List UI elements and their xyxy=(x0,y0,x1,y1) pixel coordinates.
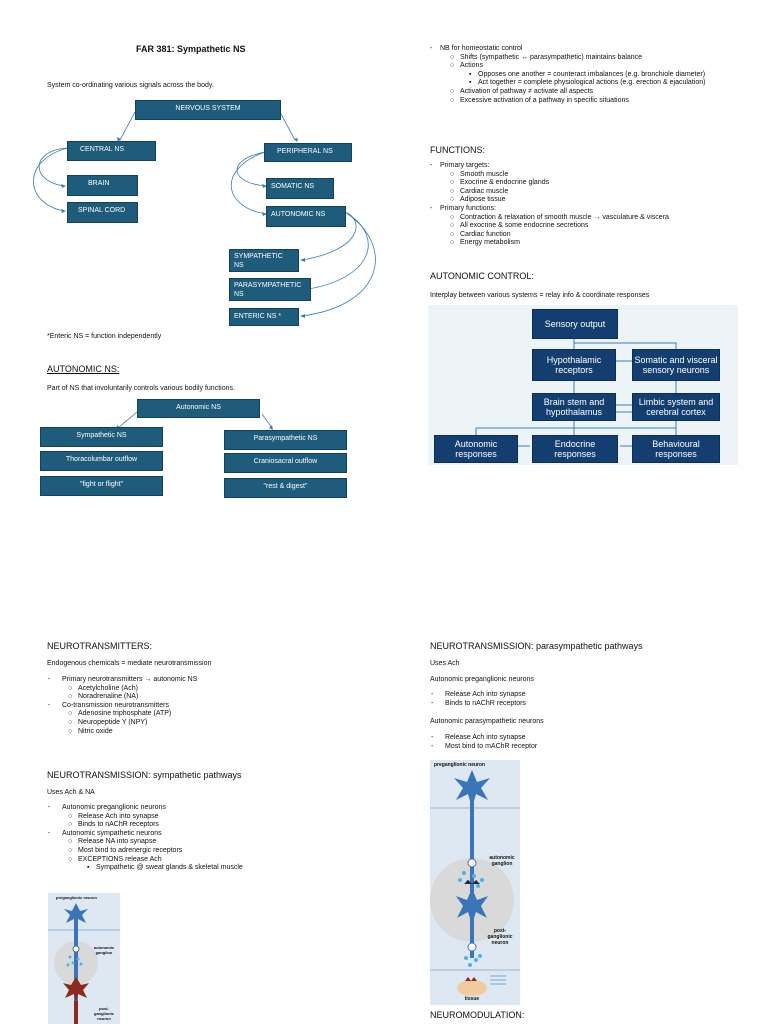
list-item: ○Noradrenaline (NA) xyxy=(68,693,139,701)
symp-uses: Uses Ach & NA xyxy=(47,789,95,796)
box-nervous-system: NERVOUS SYSTEM xyxy=(135,100,281,120)
box-fight-or-flight: "fight or flight" xyxy=(40,476,163,496)
list-item: ▪Opposes one another = counteract imbala… xyxy=(469,70,706,78)
list-item: ○Binds to nAChR receptors xyxy=(68,821,159,829)
box-somatic-ns: SOMATIC NS xyxy=(266,178,334,199)
list-item: ○Most bind to adrenergic receptors xyxy=(68,846,183,854)
list-item: ○Nitric oxide xyxy=(68,727,113,735)
list-item: ○Actions xyxy=(450,62,483,70)
box-autonomic-ns-top: Autonomic NS xyxy=(137,399,260,418)
node-autonomic-responses: Autonomic responses xyxy=(434,435,518,463)
autonomic-control-desc: Interplay between various systems = rela… xyxy=(430,292,650,299)
list-item: -NB for homeostatic control xyxy=(430,45,523,52)
fig-right-post-label: post-ganglionic neuron xyxy=(487,928,513,946)
fig-left-ganglion-label: autonomic ganglion xyxy=(93,945,115,955)
box-peripheral-ns: PERIPHERAL NS xyxy=(264,143,352,162)
para-pathways-heading: NEUROTRANSMISSION: parasympathetic pathw… xyxy=(430,641,643,651)
box-sympathetic-ns: SYMPATHETIC NS xyxy=(229,249,299,272)
list-item: -Primary targets: xyxy=(430,162,490,169)
node-behavioural-responses: Behavioural responses xyxy=(632,435,720,463)
node-brainstem-hypothalamus: Brain stem and hypothalamus xyxy=(532,393,616,421)
list-item: ▪Act together = complete physiological a… xyxy=(469,79,706,87)
para-neuron-figure: preganglionic neuron autonomic ganglion … xyxy=(430,760,520,1005)
para-pre-list: -Release Ach into synapse -Binds to nACh… xyxy=(431,691,741,708)
box-parasympathetic-ns: PARASYMPATHETIC NS xyxy=(229,278,311,301)
autonomic-heading: AUTONOMIC NS: xyxy=(47,364,120,374)
list-item: -Autonomic preganglionic neurons xyxy=(48,804,166,811)
list-item: ○Neuropeptide Y (NPY) xyxy=(68,718,148,726)
symp-pathways-list: -Autonomic preganglionic neurons ○Releas… xyxy=(48,804,378,873)
list-item: ○EXCEPTIONS release Ach xyxy=(68,855,162,863)
symp-pathways-heading: NEUROTRANSMISSION: sympathetic pathways xyxy=(47,770,242,780)
box-rest-and-digest: "rest & digest" xyxy=(224,478,347,498)
list-item: ○Adenosine triphosphate (ATP) xyxy=(68,710,172,718)
functions-list: -Primary targets: ○Smooth muscle ○Exocri… xyxy=(430,162,740,248)
node-sensory-output: Sensory output xyxy=(532,309,618,339)
fig-left-pre-label: preganglionic neuron xyxy=(56,895,97,900)
list-item: ○Exocrine & endocrine glands xyxy=(450,179,550,187)
box-sympathetic: Sympathetic NS xyxy=(40,427,163,447)
list-item: -Primary neurotransmitters → autonomic N… xyxy=(48,676,198,683)
list-item: ○All exocrine & some endocrine secretion… xyxy=(450,222,589,230)
list-item: -Autonomic sympathetic neurons xyxy=(48,829,162,837)
list-item: -Binds to nAChR receptors xyxy=(431,699,526,707)
list-item: ○Shifts (sympathetic ↔ parasympathetic) … xyxy=(450,53,643,61)
list-item: ○Excessive activation of a pathway in sp… xyxy=(450,96,629,104)
para-para-list: -Release Ach into synapse -Most bind to … xyxy=(431,734,741,751)
fig-right-tissue-label: tissue xyxy=(464,996,480,1002)
functions-heading: FUNCTIONS: xyxy=(430,145,485,155)
fig-right-pre-label: preganglionic neuron xyxy=(434,762,486,768)
fig-right-ganglion-label: autonomic ganglion xyxy=(489,855,515,867)
list-item: -Primary functions: xyxy=(430,204,497,212)
list-item: ○Release NA into synapse xyxy=(68,838,157,846)
enteric-note: *Enteric NS = function independently xyxy=(47,333,162,340)
neuromodulation-heading: NEUROMODULATION: xyxy=(430,1010,525,1020)
autonomic-description: Part of NS that involuntarily controls v… xyxy=(47,385,235,392)
list-item: ○Energy metabolism xyxy=(450,239,520,247)
node-endocrine-responses: Endocrine responses xyxy=(532,435,618,463)
intro-text: System co-ordinating various signals acr… xyxy=(47,82,214,89)
list-item: ○Adipose tissue xyxy=(450,196,506,204)
box-parasympathetic: Parasympathetic NS xyxy=(224,430,347,450)
node-hypothalamic-receptors: Hypothalamic receptors xyxy=(532,349,616,381)
nb-list: -NB for homeostatic control ○Shifts (sym… xyxy=(430,45,740,105)
list-item: ○Activation of pathway ≠ activate all as… xyxy=(450,87,594,95)
box-autonomic-ns: AUTONOMIC NS xyxy=(266,206,346,227)
list-item: -Release Ach into synapse xyxy=(431,734,526,741)
para-para-heading: Autonomic parasympathetic neurons xyxy=(430,718,544,725)
box-thoracolumbar: Thoracolumbar outflow xyxy=(40,451,163,471)
box-spinal-cord: SPINAL CORD xyxy=(67,202,138,223)
box-craniosacral: Craniosacral outflow xyxy=(224,453,347,473)
box-brain: BRAIN xyxy=(67,175,138,196)
list-item: -Co-transmission neurotransmitters xyxy=(48,701,169,709)
list-item: ○Release Ach into synapse xyxy=(68,812,159,820)
list-item: -Most bind to mAChR receptor xyxy=(431,742,538,750)
box-central-ns: CENTRAL NS xyxy=(67,141,156,161)
symp-neuron-figure: preganglionic neuron autonomic ganglion … xyxy=(48,893,120,1024)
list-item: ○Smooth muscle xyxy=(450,170,509,178)
neurotransmitters-desc: Endogenous chemicals = mediate neurotran… xyxy=(47,660,212,667)
list-item: ○Cardiac function xyxy=(450,230,511,238)
node-somatic-visceral-neurons: Somatic and visceral sensory neurons xyxy=(632,349,720,381)
para-pre-heading: Autonomic preganglionic neurons xyxy=(430,676,534,683)
list-item: ○Cardiac muscle xyxy=(450,187,509,195)
node-limbic-cortex: Limbic system and cerebral cortex xyxy=(632,393,720,421)
neurotransmitters-heading: NEUROTRANSMITTERS: xyxy=(47,641,153,651)
box-enteric-ns: ENTERIC NS * xyxy=(229,308,299,326)
para-uses: Uses Ach xyxy=(430,660,460,667)
fig-left-post-label: post-ganglionic neuron xyxy=(94,1006,114,1021)
neurotransmitters-list: -Primary neurotransmitters → autonomic N… xyxy=(48,676,378,736)
list-item: ○Contraction & relaxation of smooth musc… xyxy=(450,213,669,221)
list-item: -Release Ach into synapse xyxy=(431,691,526,698)
page-title: FAR 381: Sympathetic NS xyxy=(136,44,246,54)
list-item: ▪Sympathetic @ sweat glands & skeletal m… xyxy=(87,864,243,872)
autonomic-control-heading: AUTONOMIC CONTROL: xyxy=(430,271,534,281)
list-item: ○Acetylcholine (Ach) xyxy=(68,684,138,692)
